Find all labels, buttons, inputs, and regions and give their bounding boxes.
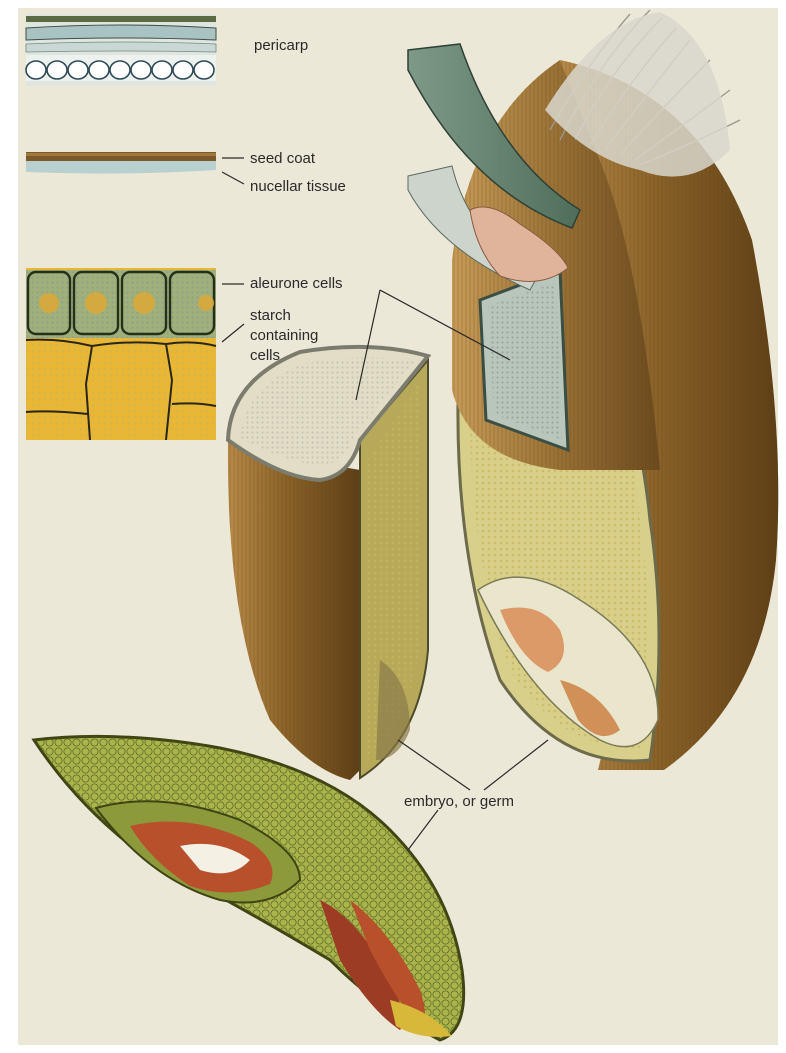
aleurone-starch-inset [26,268,216,440]
label-starch-line2: containing [250,327,318,344]
label-seed-coat: seed coat [250,150,316,167]
seed-coat-inset [26,152,216,174]
label-embryo: embryo, or germ [404,793,514,810]
pericarp-inset [26,14,216,86]
label-starch-line3: cells [250,347,280,364]
label-starch-line1: starch [250,307,291,324]
label-pericarp: pericarp [254,37,308,54]
label-aleurone-cells: aleurone cells [250,275,343,292]
label-nucellar-tissue: nucellar tissue [250,178,346,195]
